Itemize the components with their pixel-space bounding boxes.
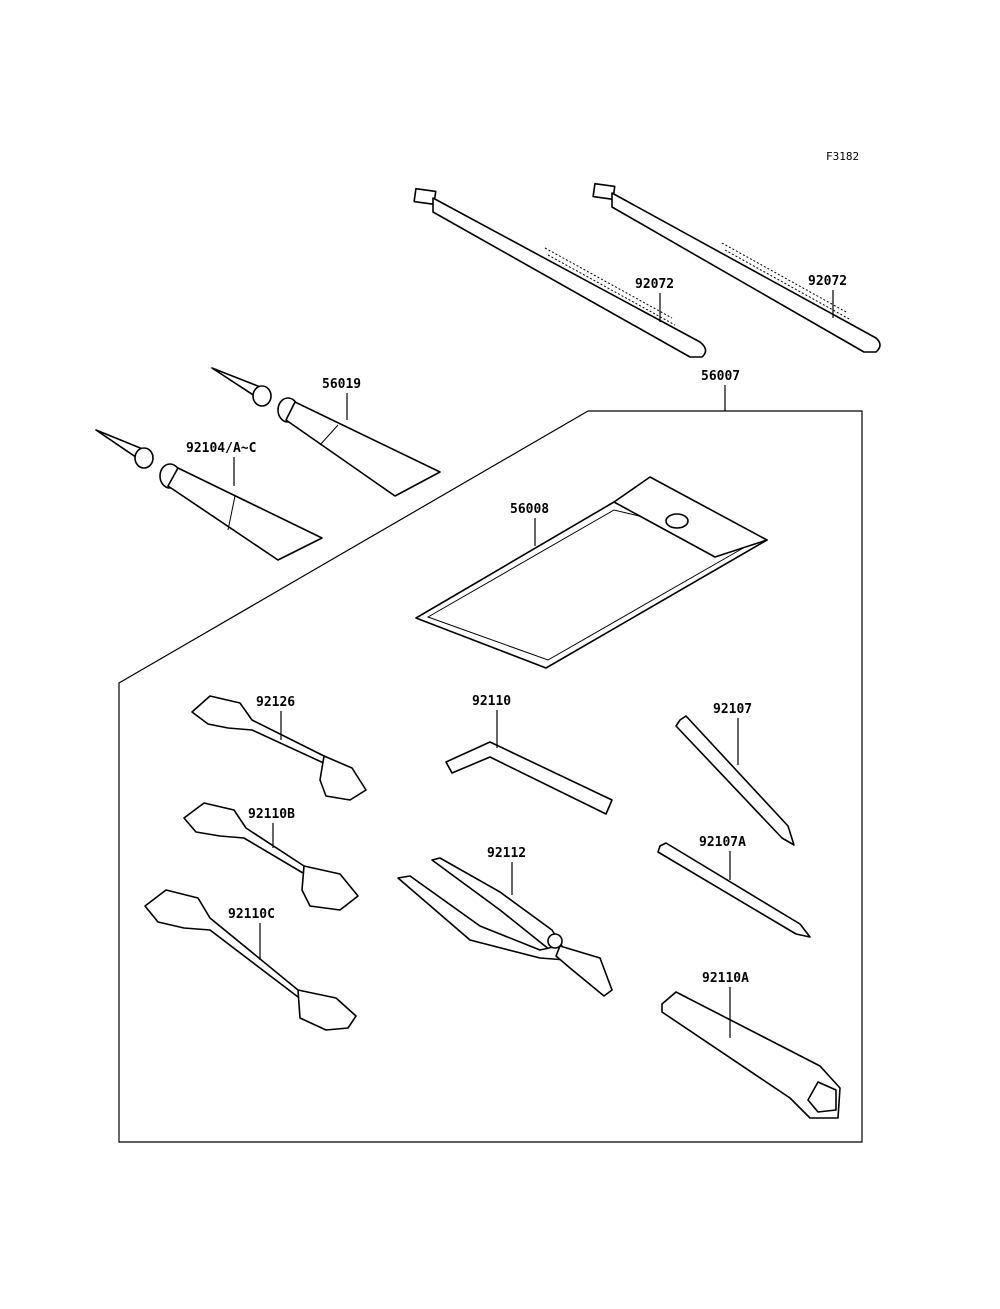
screwdriver-shaft bbox=[657, 842, 811, 938]
tool-kit-frame bbox=[118, 410, 863, 1143]
wrench-mid bbox=[183, 802, 359, 911]
label-pliers: 92112 bbox=[487, 846, 526, 861]
hex-wrench bbox=[445, 741, 613, 815]
label-hex-wrench: 92110 bbox=[472, 694, 511, 709]
label-screwdriver-shaft: 92107A bbox=[699, 835, 746, 850]
label-tool-bag: 56008 bbox=[510, 502, 549, 517]
label-screwdriver-grip: 92107 bbox=[713, 702, 752, 717]
label-cable-tie-left: 92072 bbox=[635, 277, 674, 292]
label-wrench-mid: 92110B bbox=[248, 807, 295, 822]
wrench-top bbox=[191, 695, 367, 801]
label-cable-tie-right: 92072 bbox=[808, 274, 847, 289]
grease-tube-lower bbox=[95, 429, 323, 561]
label-wrench-top: 92126 bbox=[256, 695, 295, 710]
tool-bag bbox=[415, 476, 768, 669]
wrench-bottom bbox=[144, 889, 357, 1031]
label-plug-wrench: 92110A bbox=[702, 971, 749, 986]
figure-code: F3182 bbox=[826, 150, 859, 163]
grease-tube-upper bbox=[211, 367, 441, 497]
cable-tie-right bbox=[592, 182, 881, 353]
plug-wrench bbox=[661, 991, 841, 1119]
label-wrench-bottom: 92110C bbox=[228, 907, 275, 922]
screwdriver-grip bbox=[675, 715, 795, 846]
label-grease-tube-upper: 56019 bbox=[322, 377, 361, 392]
cable-tie-left bbox=[413, 187, 707, 358]
pliers bbox=[397, 857, 613, 997]
label-tool-kit: 56007 bbox=[701, 369, 740, 384]
label-grease-tube-lower: 92104/A~C bbox=[186, 441, 256, 456]
